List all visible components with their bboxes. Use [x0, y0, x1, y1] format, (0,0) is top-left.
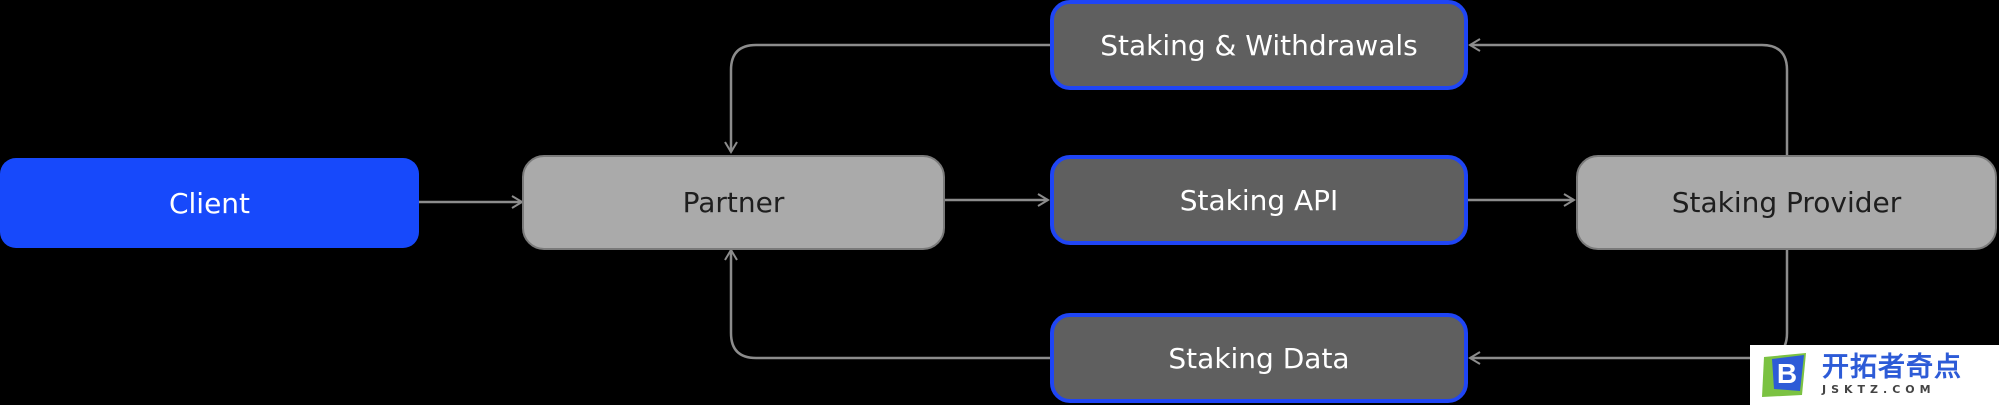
arrow-withdrawals-to-partner [724, 43, 1050, 154]
staking-api-label: Staking API [1179, 183, 1339, 217]
watermark-url: JSKTZ.COM [1822, 383, 1936, 396]
staking-withdrawals-node: Staking & Withdrawals [1050, 0, 1468, 90]
staking-data-node: Staking Data [1050, 313, 1468, 403]
watermark: B 开拓者奇点 JSKTZ.COM [1750, 345, 1999, 405]
arrow-staking-data-to-partner [724, 248, 1050, 360]
partner-node: Partner [522, 155, 945, 250]
staking-data-label: Staking Data [1168, 341, 1350, 375]
staking-provider-node: Staking Provider [1576, 155, 1997, 250]
staking-api-node: Staking API [1050, 155, 1468, 245]
watermark-logo-letter: B [1777, 358, 1797, 389]
watermark-title: 开拓者奇点 [1822, 352, 1962, 383]
partner-label: Partner [682, 186, 785, 219]
staking-withdrawals-label: Staking & Withdrawals [1100, 28, 1418, 62]
watermark-logo-icon: B [1760, 351, 1810, 399]
client-label: Client [168, 186, 251, 220]
arrow-provider-to-withdrawals [1468, 38, 1789, 155]
client-node: Client [0, 158, 419, 248]
staking-provider-label: Staking Provider [1671, 186, 1902, 219]
arrow-provider-to-staking-data [1468, 250, 1789, 365]
